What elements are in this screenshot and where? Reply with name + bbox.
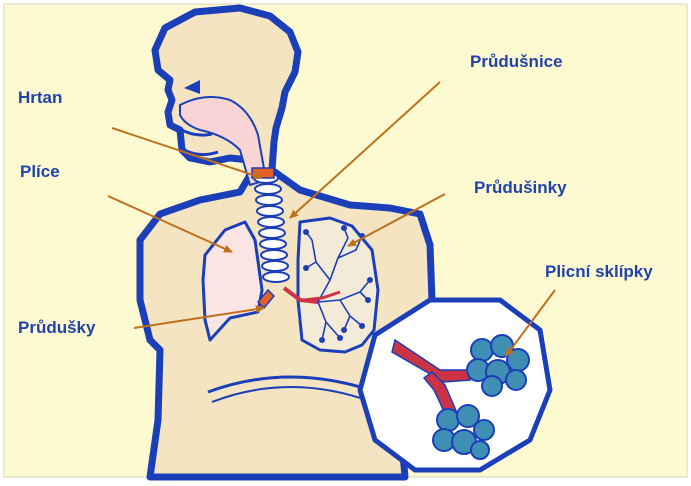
label-plice: Plíce [20, 162, 60, 182]
label-prudusky: Průdušky [18, 318, 95, 338]
label-prudusnice: Průdušnice [470, 52, 563, 72]
label-plicni-sklipky: Plicní sklípky [545, 262, 653, 282]
label-hrtan: Hrtan [18, 88, 62, 108]
label-prudusinky: Průdušinky [474, 178, 567, 198]
